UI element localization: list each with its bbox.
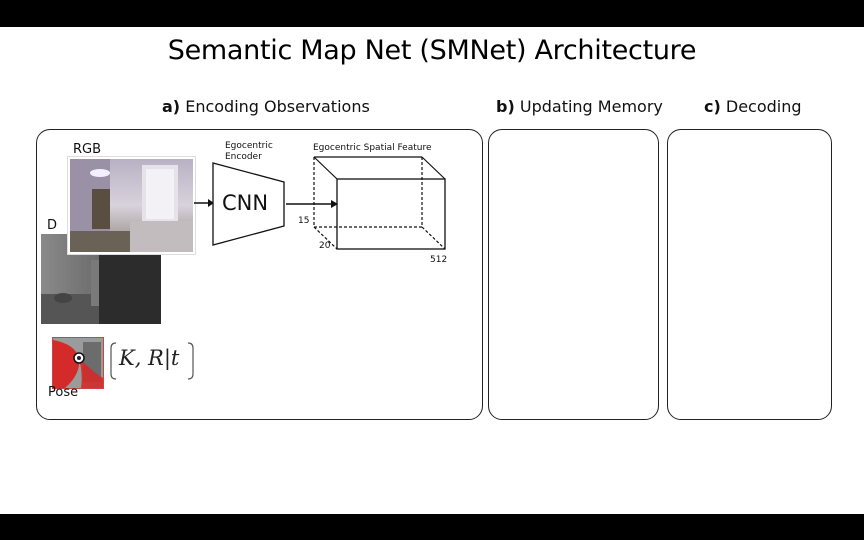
cnn-label: CNN	[221, 191, 269, 215]
feature-dim-height: 15	[298, 216, 310, 226]
rgb-label: RGB	[73, 142, 102, 157]
feature-dim-width: 512	[430, 255, 448, 265]
updating-memory-panel	[488, 129, 659, 420]
feature-dim-depth: 20	[319, 241, 331, 251]
feature-volume-cube	[313, 156, 446, 250]
pose-label: Pose	[48, 385, 79, 400]
rgb-image	[68, 157, 195, 254]
arrow-to-feature	[286, 200, 338, 208]
feature-caption: Egocentric Spatial Feature	[313, 143, 432, 153]
pose-formula-brackets	[110, 342, 194, 380]
section-heading-encoding: a) Encoding Observations	[162, 97, 370, 116]
pose-formula: K, R|t	[119, 346, 180, 370]
section-heading-updating: b) Updating Memory	[496, 97, 663, 116]
decoding-panel	[667, 129, 832, 420]
encoder-caption: Egocentric Encoder	[225, 141, 273, 162]
depth-label: D	[47, 218, 58, 233]
section-heading-decoding: c) Decoding	[704, 97, 802, 116]
slide-title: Semantic Map Net (SMNet) Architecture	[167, 35, 697, 66]
pose-map-image	[52, 337, 104, 389]
arrow-to-encoder	[194, 199, 214, 207]
cnn-encoder-block	[212, 162, 285, 246]
slide: Semantic Map Net (SMNet) Architecture a)…	[0, 27, 864, 514]
